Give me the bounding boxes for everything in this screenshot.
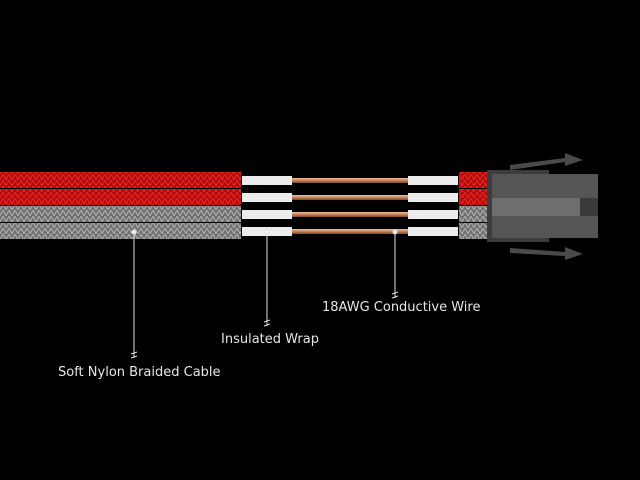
braided-sleeve: [0, 206, 241, 222]
insulation-right: [408, 193, 458, 202]
braided-sleeve-end: [459, 223, 489, 239]
insulation-left: [242, 193, 292, 202]
label-braided-cable: Soft Nylon Braided Cable: [58, 365, 221, 380]
label-insulated-wrap: Insulated Wrap: [221, 332, 319, 347]
callout-lines: [130, 229, 399, 359]
connector-latch-bottom: [510, 247, 583, 260]
insulation-right: [408, 176, 458, 185]
copper-wire: [292, 195, 408, 200]
insulation-right: [408, 210, 458, 219]
copper-wire: [292, 212, 408, 217]
insulation-left: [242, 210, 292, 219]
braided-sleeve: [0, 223, 241, 239]
braided-sleeve-end: [459, 189, 489, 205]
label-conductive-wire: 18AWG Conductive Wire: [322, 300, 481, 315]
braided-sleeve: [0, 189, 241, 205]
insulation-right: [408, 227, 458, 236]
connector-latch-top: [510, 153, 583, 170]
insulation-left: [242, 176, 292, 185]
copper-wire: [292, 178, 408, 183]
connector: [487, 153, 598, 260]
braided-sleeve-end: [459, 206, 489, 222]
copper-wire: [292, 229, 408, 234]
braided-sleeve: [0, 172, 241, 188]
connector-ridge: [492, 198, 580, 216]
braided-sleeve-end: [459, 172, 489, 188]
